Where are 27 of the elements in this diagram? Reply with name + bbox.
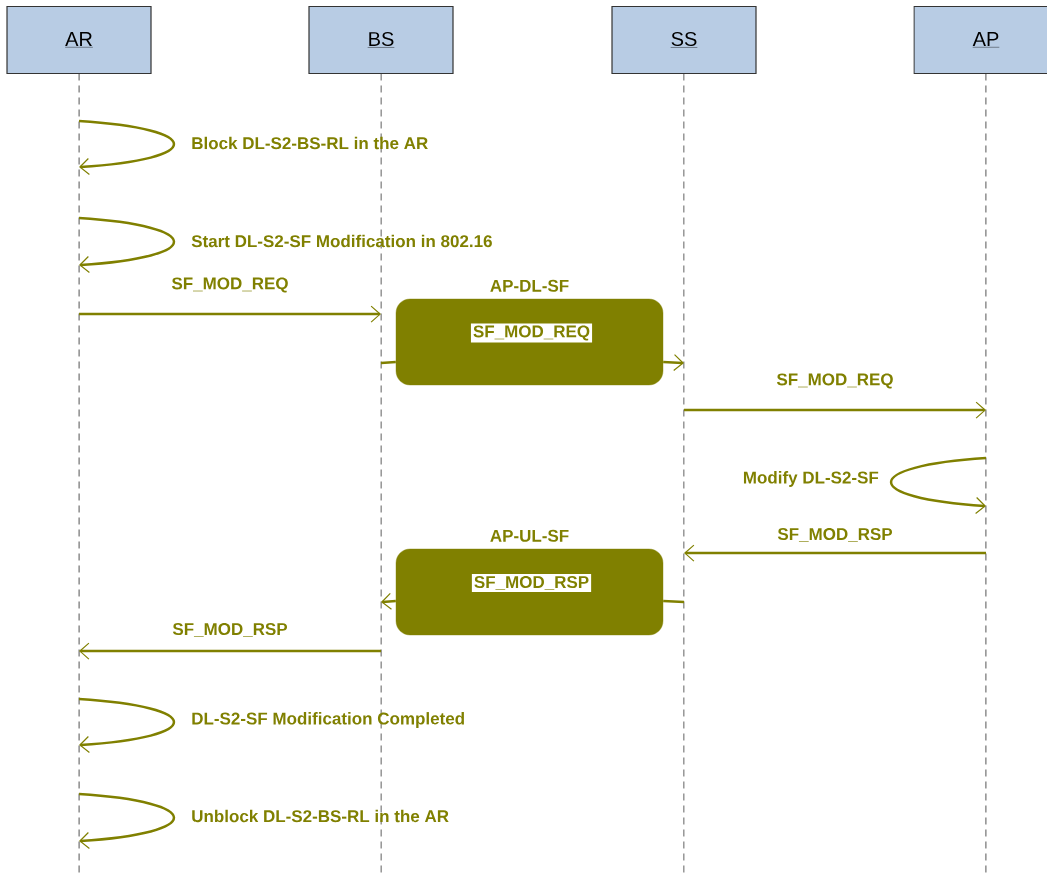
edge-label: SF_MOD_RSP [172, 623, 288, 637]
edge-label: SF_MOD_REQ [171, 277, 288, 293]
box-label: SF_MOD_RSP [471, 574, 592, 592]
arrow [663, 353, 684, 372]
lifeline-head-box: AP [913, 5, 1047, 75]
box-heading: AP-DL-SF [490, 279, 569, 292]
arrow [684, 401, 986, 419]
arrow [78, 792, 175, 850]
arrow [78, 697, 175, 754]
arrow [890, 456, 987, 515]
edge-label: Block DL-S2-BS-RL in the AR [192, 136, 428, 150]
lifeline-head-box: BS [308, 5, 454, 75]
edge-label: Start DL-S2-SF Modification in 802.16 [191, 234, 492, 248]
edge-label: DL-S2-SF Modification Completed [192, 712, 464, 728]
edge-label: Unblock DL-S2-BS-RL in the AR [192, 809, 449, 823]
arrow [79, 642, 381, 660]
arrow [79, 305, 381, 323]
box-label: SF_MOD_REQ [470, 323, 593, 343]
arrow [684, 544, 986, 562]
lifeline-head-box: AR [6, 5, 152, 75]
lifeline-head-box: SS [611, 5, 757, 75]
box-heading: AP-UL-SF [490, 529, 569, 542]
edge-label: SF_MOD_RSP [777, 528, 893, 542]
edge-label: SF_MOD_REQ [776, 373, 893, 389]
arrow [78, 119, 175, 176]
arrow [78, 216, 175, 274]
edge-label: Modify DL-S2-SF [743, 471, 879, 487]
